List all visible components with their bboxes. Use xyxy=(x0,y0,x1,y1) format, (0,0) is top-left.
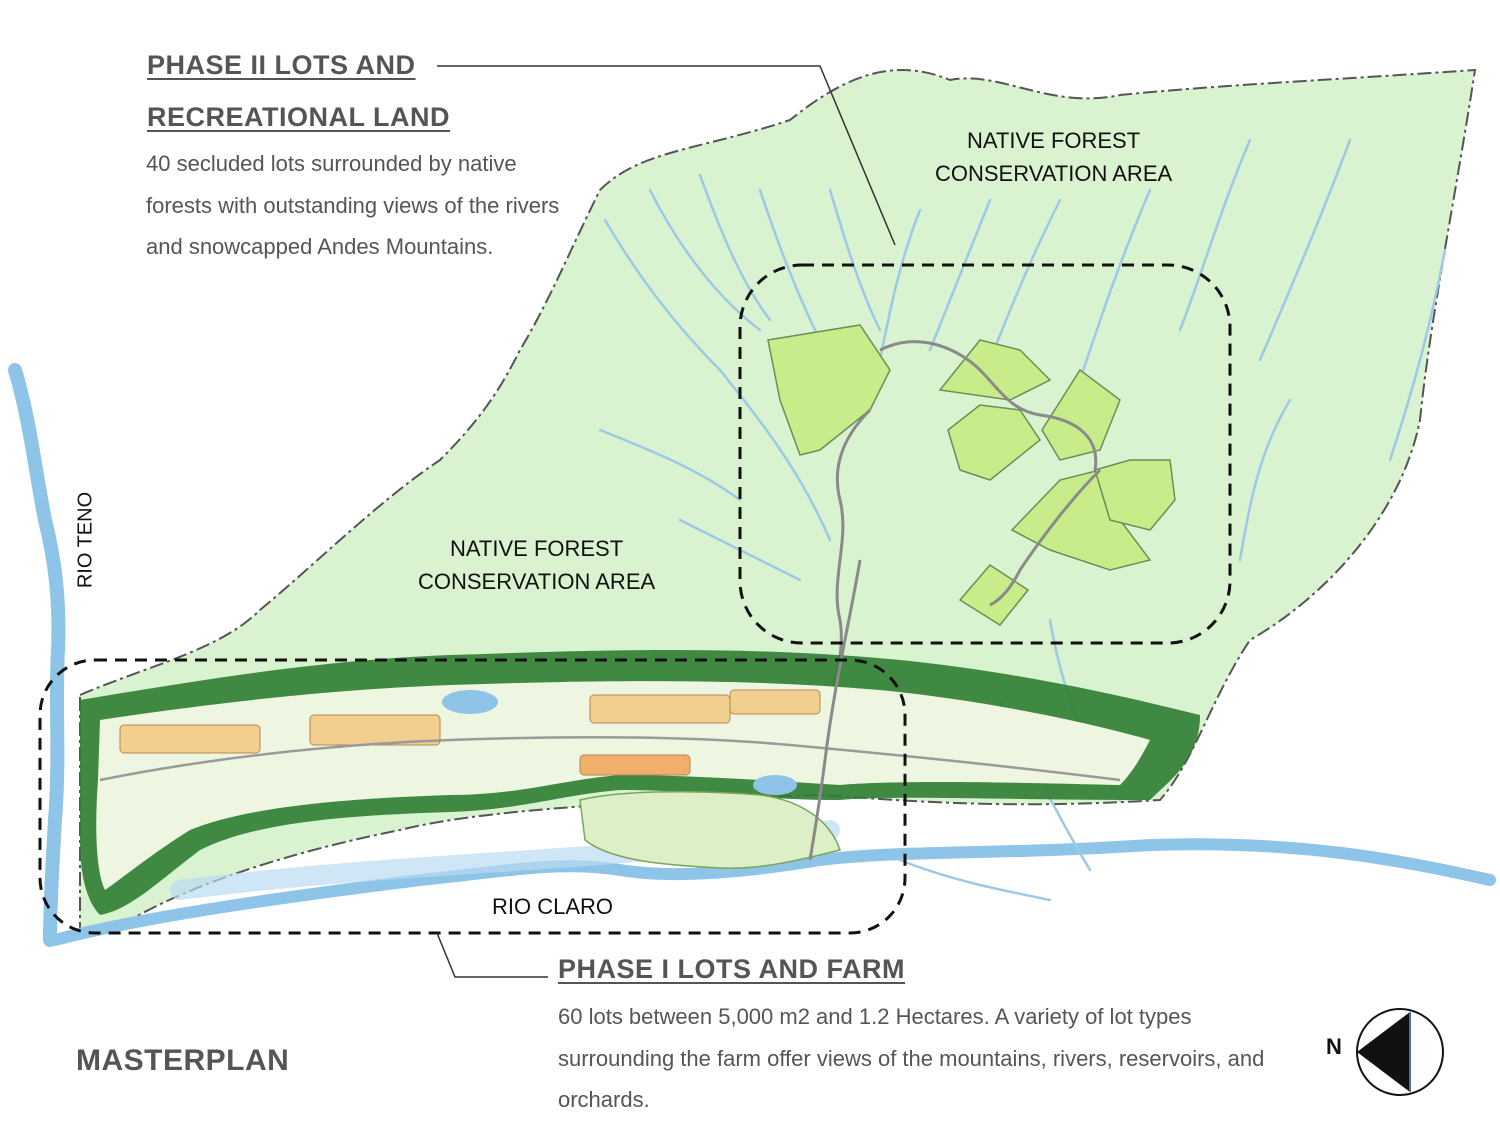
phase-1-leader-line xyxy=(436,932,548,978)
phase-1-boundary xyxy=(38,658,907,935)
reservoir xyxy=(442,690,498,714)
phase-2-lots xyxy=(767,324,1176,626)
phase-2-leader-line xyxy=(437,65,896,246)
access-road xyxy=(808,559,862,861)
forest-label-upper-line-1: NATIVE FOREST xyxy=(967,128,1141,153)
reservoir xyxy=(753,775,797,795)
forest-label-upper: NATIVE FOREST CONSERVATION AREA xyxy=(935,124,1172,190)
rio-claro-river xyxy=(49,838,1496,946)
phase-1-description: 60 lots between 5,000 m2 and 1.2 Hectare… xyxy=(558,1004,1265,1112)
rio-claro-label: RIO CLARO xyxy=(492,894,614,919)
north-arrow-icon xyxy=(1356,1008,1444,1096)
forest-label-lower-line-1: NATIVE FOREST xyxy=(450,536,624,561)
phase-1-heading: PHASE I LOTS AND FARM xyxy=(558,954,906,984)
rio-teno-label: RIO TENO xyxy=(74,491,97,589)
main-road xyxy=(99,735,1121,782)
phase-2-description: 40 secluded lots surrounded by native fo… xyxy=(146,151,560,259)
phase-2-boundary xyxy=(738,263,1232,645)
north-label: N xyxy=(1326,1034,1342,1059)
rio-teno-river xyxy=(8,363,66,947)
phase-1-lots xyxy=(119,689,821,776)
forest-label-lower: NATIVE FOREST CONSERVATION AREA xyxy=(418,532,655,598)
masterplan-title: MASTERPLAN xyxy=(76,1044,290,1077)
streams xyxy=(598,138,1447,902)
phase-2-heading-line-2: RECREATIONAL LAND xyxy=(147,102,450,132)
phase-2-heading-line-1: PHASE II LOTS AND xyxy=(147,50,416,80)
farm-area xyxy=(579,790,841,870)
forest-label-upper-line-2: CONSERVATION AREA xyxy=(935,161,1173,186)
forest-label-lower-line-2: CONSERVATION AREA xyxy=(418,569,656,594)
